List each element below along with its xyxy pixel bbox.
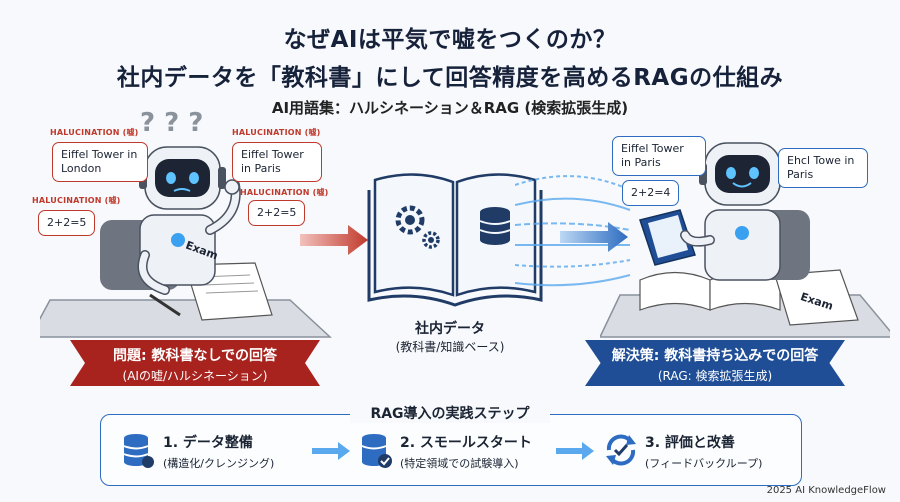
steps-panel [100, 414, 802, 486]
database-icon-step1 [123, 434, 154, 468]
small-gear-icon [422, 231, 440, 249]
page-subtitle: AI用語集：ハルシネーション＆RAG (検索拡張生成) [271, 99, 629, 117]
halu-label-4: HALUCINATION (嘘) [240, 188, 329, 197]
bubble-math-correct: 2+2=4 [622, 180, 680, 206]
problem-banner-title: 問題: 教科書なしでの回答 [112, 348, 278, 364]
question-marks: ? ? ? [140, 108, 204, 138]
step-1-sub: (構造化/クレンジング) [163, 457, 275, 470]
center-label-main: 社内データ [415, 321, 485, 337]
halu-label-2: HALUCINATION (嘘) [232, 128, 321, 137]
step-arrow-1 [312, 442, 350, 460]
center-label-sub: (教科書/知識ベース) [395, 340, 505, 354]
solution-banner-title: 解決策: 教科書持ち込みでの回答 [611, 348, 819, 364]
page-title-line1: なぜAIは平気で嘘をつくのか？ [283, 27, 617, 53]
bubble-paris-right-1: Eiffel Tower in Paris [612, 136, 706, 176]
step-1: 1. データ整備 (構造化/クレンジング) [163, 432, 323, 471]
step-2-sub: (特定領域での試験導入) [400, 457, 519, 470]
database-icon [479, 207, 511, 245]
problem-banner-sub: (AIの嘘/ハルシネーション) [122, 369, 268, 383]
page-title-line2: 社内データを「教科書」にして回答精度を高めるRAGの仕組み [116, 65, 784, 91]
database-check-icon-step2 [361, 434, 392, 468]
problem-banner: 問題: 教科書なしでの回答 (AIの嘘/ハルシネーション) [70, 340, 320, 386]
bubble-paris-right-2: Ehcl Towe in Paris [778, 148, 868, 188]
step-3-sub: (フィードバックループ) [645, 457, 763, 470]
blue-arrow [560, 222, 628, 252]
step-arrow-2 [556, 442, 594, 460]
bubble-london: Eiffel Tower in London [52, 142, 148, 182]
solution-banner-sub: (RAG: 検索拡張生成) [657, 369, 773, 383]
step-3-title: 3. 評価と改善 [645, 435, 735, 451]
solution-banner: 解決策: 教科書持ち込みでの回答 (RAG: 検索拡張生成) [585, 340, 845, 386]
halu-label-1: HALUCINATION (嘘) [50, 128, 139, 137]
bubble-math-1: 2+2=5 [38, 210, 96, 236]
refresh-check-icon-step3 [606, 434, 636, 466]
red-arrow [300, 225, 368, 255]
bubble-paris-left: Eiffel Tower in Paris [232, 142, 322, 182]
step-2: 2. スモールスタート (特定領域での試験導入) [400, 432, 560, 471]
gear-icon [395, 205, 425, 235]
step-1-title: 1. データ整備 [163, 435, 253, 451]
steps-title: RAG導入の実践ステップ [350, 403, 550, 423]
confident-robot-illustration [600, 142, 890, 338]
step-2-title: 2. スモールスタート [400, 435, 532, 451]
bubble-math-2: 2+2=5 [248, 200, 306, 226]
halu-label-3: HALUCINATION (嘘) [32, 196, 121, 205]
footer-credit: 2025 AI KnowledgeFlow [766, 485, 886, 496]
step-3: 3. 評価と改善 (フィードバックループ) [645, 432, 795, 471]
data-stream-lines [515, 175, 631, 287]
open-book-knowledge-base [367, 173, 543, 307]
